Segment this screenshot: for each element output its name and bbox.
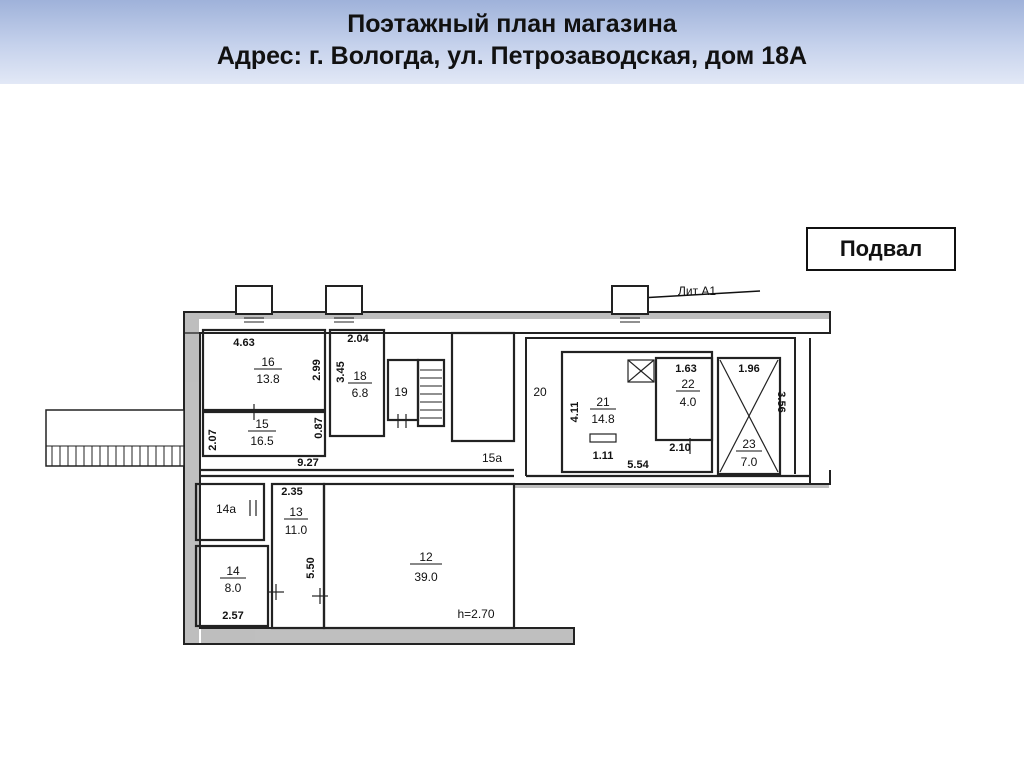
room-12-number: 12 <box>419 550 433 564</box>
dim-3-56: 3.56 <box>775 391 787 412</box>
dim-5-54: 5.54 <box>627 459 649 471</box>
dim-2-07: 2.07 <box>207 429 219 450</box>
page-address: Адрес: г. Вологда, ул. Петрозаводская, д… <box>216 42 808 70</box>
floor-label-box <box>806 227 956 271</box>
room-labels: 16 13.8 18 6.8 19 20 15 16.5 15а 21 14.8… <box>216 355 762 621</box>
room-19-number: 19 <box>394 385 408 399</box>
outer-walls <box>183 311 831 645</box>
shaft-cross <box>627 359 779 473</box>
dim-1-63: 1.63 <box>675 363 696 375</box>
dim-0-87: 0.87 <box>313 417 325 438</box>
page-title: Поэтажный план магазина <box>347 10 677 38</box>
room-23-number: 23 <box>742 437 756 451</box>
room-16-area: 13.8 <box>256 372 280 386</box>
dim-2-57: 2.57 <box>222 610 243 622</box>
ceiling-height: h=2.70 <box>457 607 494 621</box>
room-15-number: 15 <box>255 417 269 431</box>
room-18-number: 18 <box>353 369 367 383</box>
fixture-21 <box>589 433 617 443</box>
room-21-area: 14.8 <box>591 412 615 426</box>
dim-2-04: 2.04 <box>347 333 369 345</box>
interior-walls <box>194 328 810 630</box>
room-23-area: 7.0 <box>741 455 758 469</box>
dim-2-99: 2.99 <box>311 359 323 380</box>
dimension-labels: 4.63 2.04 9.27 2.35 2.57 1.11 5.54 1.63 … <box>207 333 787 622</box>
dim-1-11: 1.11 <box>593 450 614 462</box>
dim-2-10: 2.10 <box>669 442 690 454</box>
door-ticks <box>246 404 691 604</box>
dim-2-35: 2.35 <box>281 486 302 498</box>
room-18-area: 6.8 <box>352 386 369 400</box>
window-well-steps <box>244 313 640 323</box>
dim-9-27: 9.27 <box>297 457 318 469</box>
room-16-number: 16 <box>261 355 275 369</box>
floor-label: Подвал <box>840 236 922 261</box>
dim-1-96: 1.96 <box>738 363 759 375</box>
window-wells <box>235 285 649 315</box>
room-15-area: 16.5 <box>250 434 274 448</box>
room-21-number: 21 <box>596 395 610 409</box>
room-13-area: 11.0 <box>285 523 308 537</box>
room-15a-number: 15а <box>482 451 502 465</box>
room-14a-number: 14а <box>216 502 236 516</box>
entry-ramp-treads <box>46 445 184 466</box>
room-22-area: 4.0 <box>680 395 697 409</box>
stair-treads <box>420 369 442 419</box>
room-12-area: 39.0 <box>414 570 438 584</box>
room-13-number: 13 <box>289 505 303 519</box>
room-22-number: 22 <box>681 377 695 391</box>
dim-5-50: 5.50 <box>305 557 317 578</box>
dim-4-63: 4.63 <box>233 337 254 349</box>
building-pointer <box>639 290 761 299</box>
wall-fill <box>185 313 829 643</box>
dim-3-45: 3.45 <box>335 361 347 382</box>
header-banner: Поэтажный план магазина Адрес: г. Вологд… <box>0 0 1024 84</box>
dim-4-11: 4.11 <box>569 402 581 423</box>
room-14-number: 14 <box>226 564 240 578</box>
room-20-number: 20 <box>533 385 547 399</box>
entry-ramp <box>45 409 185 467</box>
room-14-area: 8.0 <box>225 581 242 595</box>
